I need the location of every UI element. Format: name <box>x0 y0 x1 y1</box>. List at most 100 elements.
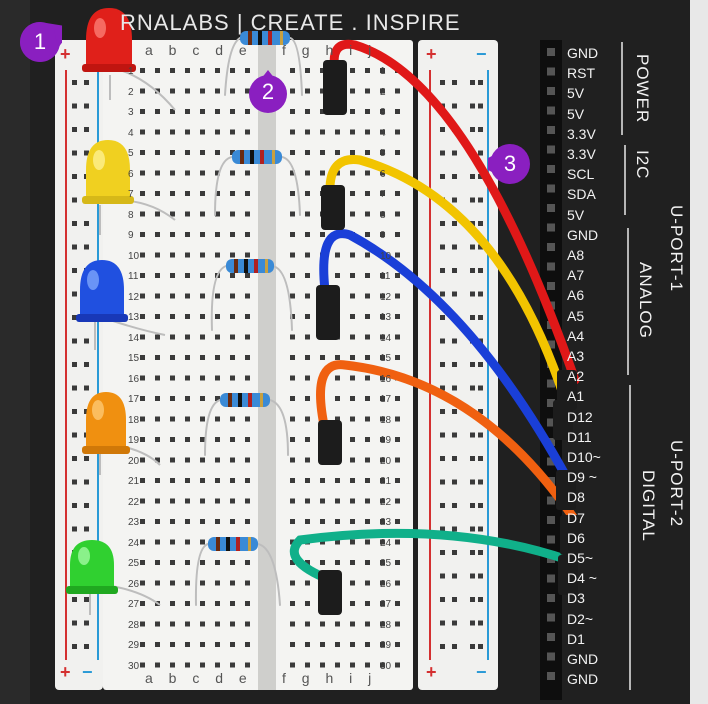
rail-minus-bottom-left: − <box>82 662 93 682</box>
row-number: 10 <box>128 250 140 262</box>
pin-label: 5V <box>567 85 585 102</box>
row-number: 13 <box>380 312 392 323</box>
pin-label: 3.3V <box>567 146 596 162</box>
pin-label: SCL <box>567 166 595 183</box>
pin-label: D1 <box>567 630 585 647</box>
resistors <box>194 31 303 606</box>
teal-wire <box>289 528 573 585</box>
callout-2-label: 2 <box>261 79 275 104</box>
row-number: 14 <box>380 332 392 344</box>
group-label-i2c: I2C <box>633 150 652 180</box>
row-number: 15 <box>380 353 392 364</box>
pin-label: D4 ~ <box>567 570 597 587</box>
row-number: 15 <box>128 353 140 364</box>
yellow-led <box>82 140 134 204</box>
row-number: 10 <box>380 250 392 262</box>
pin-label: D8 <box>567 489 585 506</box>
pin-label: A6 <box>567 287 585 304</box>
pin-label: 5V <box>567 105 585 122</box>
red-wire <box>329 39 580 385</box>
pin-label: D5~ <box>567 550 594 566</box>
pin-label: A1 <box>567 388 585 405</box>
group-label-uport1: U-PORT-1 <box>667 205 686 293</box>
pin-label: D9 ~ <box>567 469 597 486</box>
rail-minus-bottom-right: − <box>476 662 487 682</box>
row-number: 22 <box>380 496 392 508</box>
center-channel <box>258 40 276 690</box>
resistor <box>214 150 301 216</box>
rail-plus-bottom-right: + <box>426 662 437 682</box>
pin-label: RST <box>567 65 595 82</box>
row-number: 27 <box>128 599 140 610</box>
row-number: 23 <box>128 517 140 528</box>
pin-label: D12 <box>567 408 593 425</box>
row-number: 3 <box>128 107 134 118</box>
row-number: 12 <box>128 291 140 303</box>
row-number: 28 <box>380 619 392 631</box>
row-number: 21 <box>380 476 392 487</box>
column-labels-right-top: f g h i j <box>282 42 378 58</box>
resistor <box>224 31 303 96</box>
pin-label: D10~ <box>567 449 601 465</box>
row-number: 28 <box>128 619 140 631</box>
row-number: 16 <box>128 373 140 385</box>
callout-1-label: 1 <box>33 29 47 54</box>
callout-1: 1 <box>18 20 78 64</box>
pin-label: D11 <box>567 428 592 445</box>
pin-label: GND <box>567 651 599 667</box>
callout-2: 2 <box>246 70 290 114</box>
row-number: 25 <box>128 558 140 569</box>
row-number: 8 <box>380 209 386 221</box>
rail-minus-top-right: − <box>476 44 487 64</box>
row-number: 9 <box>128 230 134 241</box>
row-number: 26 <box>128 578 140 590</box>
row-number: 30 <box>380 660 392 672</box>
row-number: 12 <box>380 291 392 303</box>
group-label-digital: DIGITAL <box>639 470 658 542</box>
row-number: 1 <box>128 66 134 77</box>
row-number: 13 <box>128 312 140 323</box>
pin-label: GND <box>567 671 599 688</box>
row-number: 17 <box>380 394 392 405</box>
pin-label: GND <box>567 226 599 243</box>
jumper-wires <box>289 39 580 585</box>
column-labels-left-bottom: a b c d e <box>145 670 253 686</box>
group-label-uport2: U-PORT-2 <box>667 440 686 528</box>
callout-3: 3 <box>476 142 532 186</box>
row-number: 17 <box>128 394 140 405</box>
row-number: 24 <box>380 537 392 549</box>
pin-label: A3 <box>567 348 585 364</box>
pin-label: A4 <box>567 327 585 344</box>
row-number: 29 <box>128 640 140 651</box>
row-number: 3 <box>380 107 386 118</box>
row-number: 25 <box>380 558 392 569</box>
row-number: 24 <box>128 537 140 549</box>
pin-label: D3 <box>567 590 585 607</box>
red-led <box>82 8 136 72</box>
rail-plus-top-right: + <box>426 44 437 64</box>
blue-wire <box>319 229 573 485</box>
leds <box>66 8 136 594</box>
row-number: 19 <box>128 435 140 446</box>
rail-plus-top-left: + <box>60 44 71 64</box>
resistor <box>210 259 293 331</box>
row-number: 16 <box>380 373 392 385</box>
pin-label: A7 <box>567 267 585 284</box>
row-number: 30 <box>128 660 140 672</box>
row-number: 20 <box>128 455 140 467</box>
resistor <box>204 393 289 456</box>
pin-label: A2 <box>567 368 585 385</box>
rail-plus-bottom-left: + <box>60 662 71 682</box>
pin-label: D7 <box>567 509 585 526</box>
row-number: 4 <box>380 127 386 139</box>
pin-label: 3.3V <box>567 125 596 142</box>
row-number: 6 <box>380 168 386 180</box>
row-number: 4 <box>128 127 134 139</box>
row-number: 29 <box>380 640 392 651</box>
pin-label: D6 <box>567 529 585 546</box>
row-number: 1 <box>380 66 386 77</box>
pin-label: A5 <box>567 307 585 324</box>
orange-wire <box>316 360 580 525</box>
row-number: 2 <box>128 86 134 98</box>
row-number: 18 <box>380 414 392 426</box>
